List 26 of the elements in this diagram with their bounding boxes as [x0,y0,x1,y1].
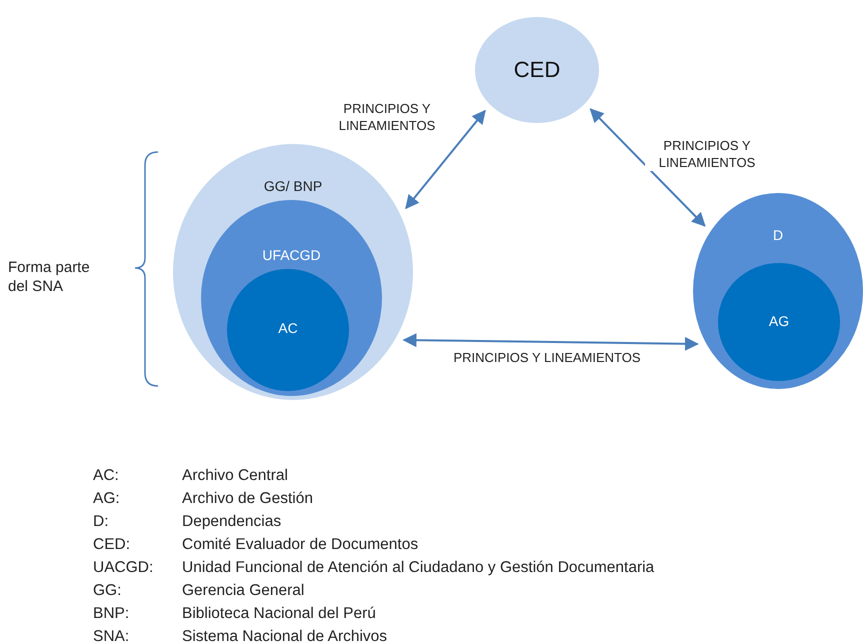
double-arrow [405,110,486,210]
node-label: UFACGD [262,247,321,263]
abbreviation-text: GG: [93,582,122,599]
abbreviation-text: CED: [93,536,130,553]
definition-text: Biblioteca Nacional del Perú [182,605,376,622]
double-arrow [402,333,699,351]
abbreviation-text: BNP: [93,605,130,622]
definition-text: Unidad Funcional de Atención al Ciudadano y Gestión Documentaria [182,559,654,576]
definition-text: Archivo Central [182,467,288,484]
definition-text: Dependencias [182,513,282,530]
note-text: Forma parte del SNA [8,258,91,296]
node-label: GG/ BNP [264,178,322,194]
abbreviation-text: UACGD: [93,559,154,576]
node-label: D [772,227,784,243]
abbreviation-text: D: [93,513,108,530]
node-label: AC [278,320,298,336]
node-label: CED [514,57,560,83]
abbreviation-text: SNA: [93,628,130,642]
abbreviation-text: AG: [93,490,120,507]
definition-text: Sistema Nacional de Archivos [182,628,388,642]
definition-text: Archivo de Gestión [182,490,313,507]
double-arrow [590,108,706,227]
abbreviation-text: AC: [93,467,119,484]
definition-text: Comité Evaluador de Documentos [182,536,418,553]
node-label: AG [768,313,790,329]
definition-text: Gerencia General [182,582,304,599]
